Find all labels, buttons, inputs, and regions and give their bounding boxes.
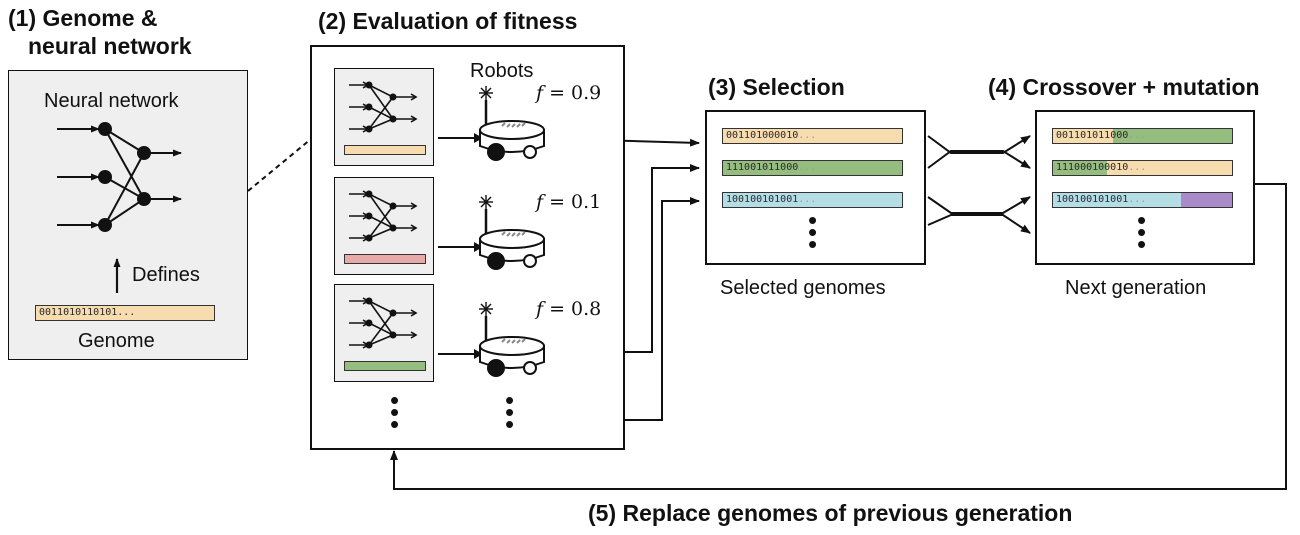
fitness-value: = 0.9: [549, 82, 602, 104]
nn-input-node: [98, 170, 112, 184]
step2-title: (2) Evaluation of fitness: [318, 8, 578, 34]
offspring-bits-parent-a: 0011010: [1056, 130, 1099, 141]
fitness-score: f = 0.9: [536, 82, 601, 104]
neural-network-diagram: [57, 122, 182, 293]
robot-genome-bar: [344, 145, 426, 155]
genome-ellipsis: ...: [798, 194, 817, 205]
nn-output-node: [137, 146, 151, 160]
genome-bits: 0011010110101...: [39, 307, 136, 318]
offspring-bits-parent-a: 111000: [1056, 162, 1093, 173]
crossover-arrow-2: [927, 150, 1031, 169]
robots-label: Robots: [470, 60, 534, 82]
selected-genome-bits: 111001011000: [726, 162, 799, 173]
robot-icon: [479, 195, 545, 270]
step1-title: (1) Genome & neural network: [8, 4, 192, 60]
nn-output-node: [137, 192, 151, 206]
crossover-arrow-4: [927, 214, 1031, 234]
step1-title-line2: neural network: [28, 33, 192, 59]
step4-title: (4) Crossover + mutation: [988, 74, 1260, 100]
fitness-symbol: f: [536, 298, 544, 320]
fitness-value: = 0.8: [549, 298, 602, 320]
next-generation-more-dots: •••: [1137, 205, 1147, 259]
mini-network-icon: [349, 297, 418, 349]
step3-title: (3) Selection: [708, 74, 845, 100]
selected-genome-bits: 001101000010: [726, 130, 799, 141]
fitness-symbol: f: [536, 191, 544, 213]
crossover-arrow-1: [927, 135, 1031, 154]
genome-label: Genome: [78, 330, 155, 352]
offspring-bits-parent-b: 11000: [1098, 130, 1129, 141]
more-robots-dots: •••: [505, 385, 515, 439]
defines-label: Defines: [132, 264, 200, 286]
step1-title-line1: (1) Genome &: [8, 5, 158, 31]
nn-input-node: [98, 122, 112, 136]
selected-genome-bar: 001101000010...: [722, 128, 903, 144]
selected-genome-bar: 100100101001...: [722, 192, 903, 208]
network-to-robot-arrow: [438, 133, 483, 143]
fitness-value: = 0.1: [549, 191, 602, 213]
robot-genome-bar: [344, 361, 426, 371]
offspring-genome-bar: 100100101001...: [1052, 192, 1233, 208]
nn-input-node: [98, 218, 112, 232]
robot-network-card: [334, 177, 434, 275]
genome-ellipsis: ...: [1128, 194, 1147, 205]
fitness-score: f = 0.8: [536, 298, 601, 320]
fitness-score: f = 0.1: [536, 191, 601, 213]
next-generation-caption: Next generation: [1065, 277, 1207, 299]
robot-icon: [479, 86, 545, 161]
robot-icon: [479, 302, 545, 377]
genome-ellipsis: ...: [798, 130, 817, 141]
robot-network-card: [334, 284, 434, 382]
neural-network-label: Neural network: [44, 90, 179, 112]
replace-loop-arrow: [390, 183, 1287, 490]
network-to-robot-arrow: [438, 349, 483, 359]
genome-network-panel: Neural network: [8, 70, 248, 360]
offspring-bits-parent-a: 100100101001: [1056, 194, 1129, 205]
genome-ellipsis: ...: [1128, 162, 1147, 173]
step5-title: (5) Replace genomes of previous generati…: [588, 500, 1073, 526]
robot-genome-bar: [344, 254, 426, 264]
genome-bar: 0011010110101...: [35, 305, 215, 321]
genome-ellipsis: ...: [798, 162, 817, 173]
robot-network-card: [334, 68, 434, 166]
fitness-symbol: f: [536, 82, 544, 104]
mini-network-icon: [349, 190, 418, 242]
offspring-genome-bar: 001101011000...: [1052, 128, 1233, 144]
offspring-genome-bar: 111000100010...: [1052, 160, 1233, 176]
selection-caption: Selected genomes: [720, 277, 886, 299]
genome-ellipsis: ...: [1128, 130, 1147, 141]
selected-genome-bar: 111001011000...: [722, 160, 903, 176]
selected-genome-bits: 100100101001: [726, 194, 799, 205]
more-networks-dots: •••: [390, 385, 400, 439]
network-to-robot-arrow: [438, 242, 483, 252]
mini-network-icon: [349, 81, 418, 133]
selection-more-dots: •••: [808, 205, 818, 259]
crossover-arrow-3: [927, 196, 1031, 214]
offspring-bits-parent-b: 100010: [1092, 162, 1129, 173]
